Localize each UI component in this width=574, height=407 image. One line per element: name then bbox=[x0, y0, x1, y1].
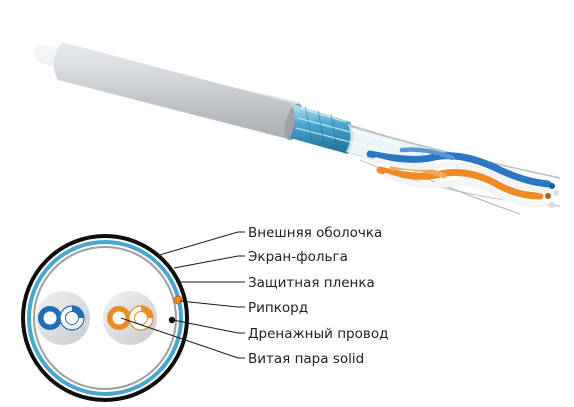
callout-labels: Внешняя оболочка Экран-фольга Защитная п… bbox=[248, 225, 388, 367]
label-foil-screen: Экран-фольга bbox=[248, 249, 348, 265]
twisted-pairs bbox=[370, 150, 559, 208]
label-twisted-pair: Витая пара solid bbox=[248, 351, 364, 367]
foil-segment bbox=[290, 104, 354, 154]
ripcord-dot bbox=[174, 296, 182, 304]
pair-orange bbox=[103, 291, 157, 345]
cable-body bbox=[34, 42, 306, 142]
label-protective-film: Защитная пленка bbox=[248, 275, 375, 291]
jacket-segment bbox=[54, 42, 300, 140]
leader-foil-screen bbox=[174, 256, 245, 268]
label-ripcord: Рипкорд bbox=[248, 300, 308, 316]
pair-blue bbox=[36, 291, 90, 345]
label-drain-wire: Дренажный провод bbox=[248, 326, 388, 342]
leader-outer-jacket bbox=[156, 232, 245, 256]
label-outer-jacket: Внешняя оболочка bbox=[248, 225, 382, 241]
leader-ripcord bbox=[180, 301, 245, 307]
cross-section bbox=[23, 236, 187, 400]
